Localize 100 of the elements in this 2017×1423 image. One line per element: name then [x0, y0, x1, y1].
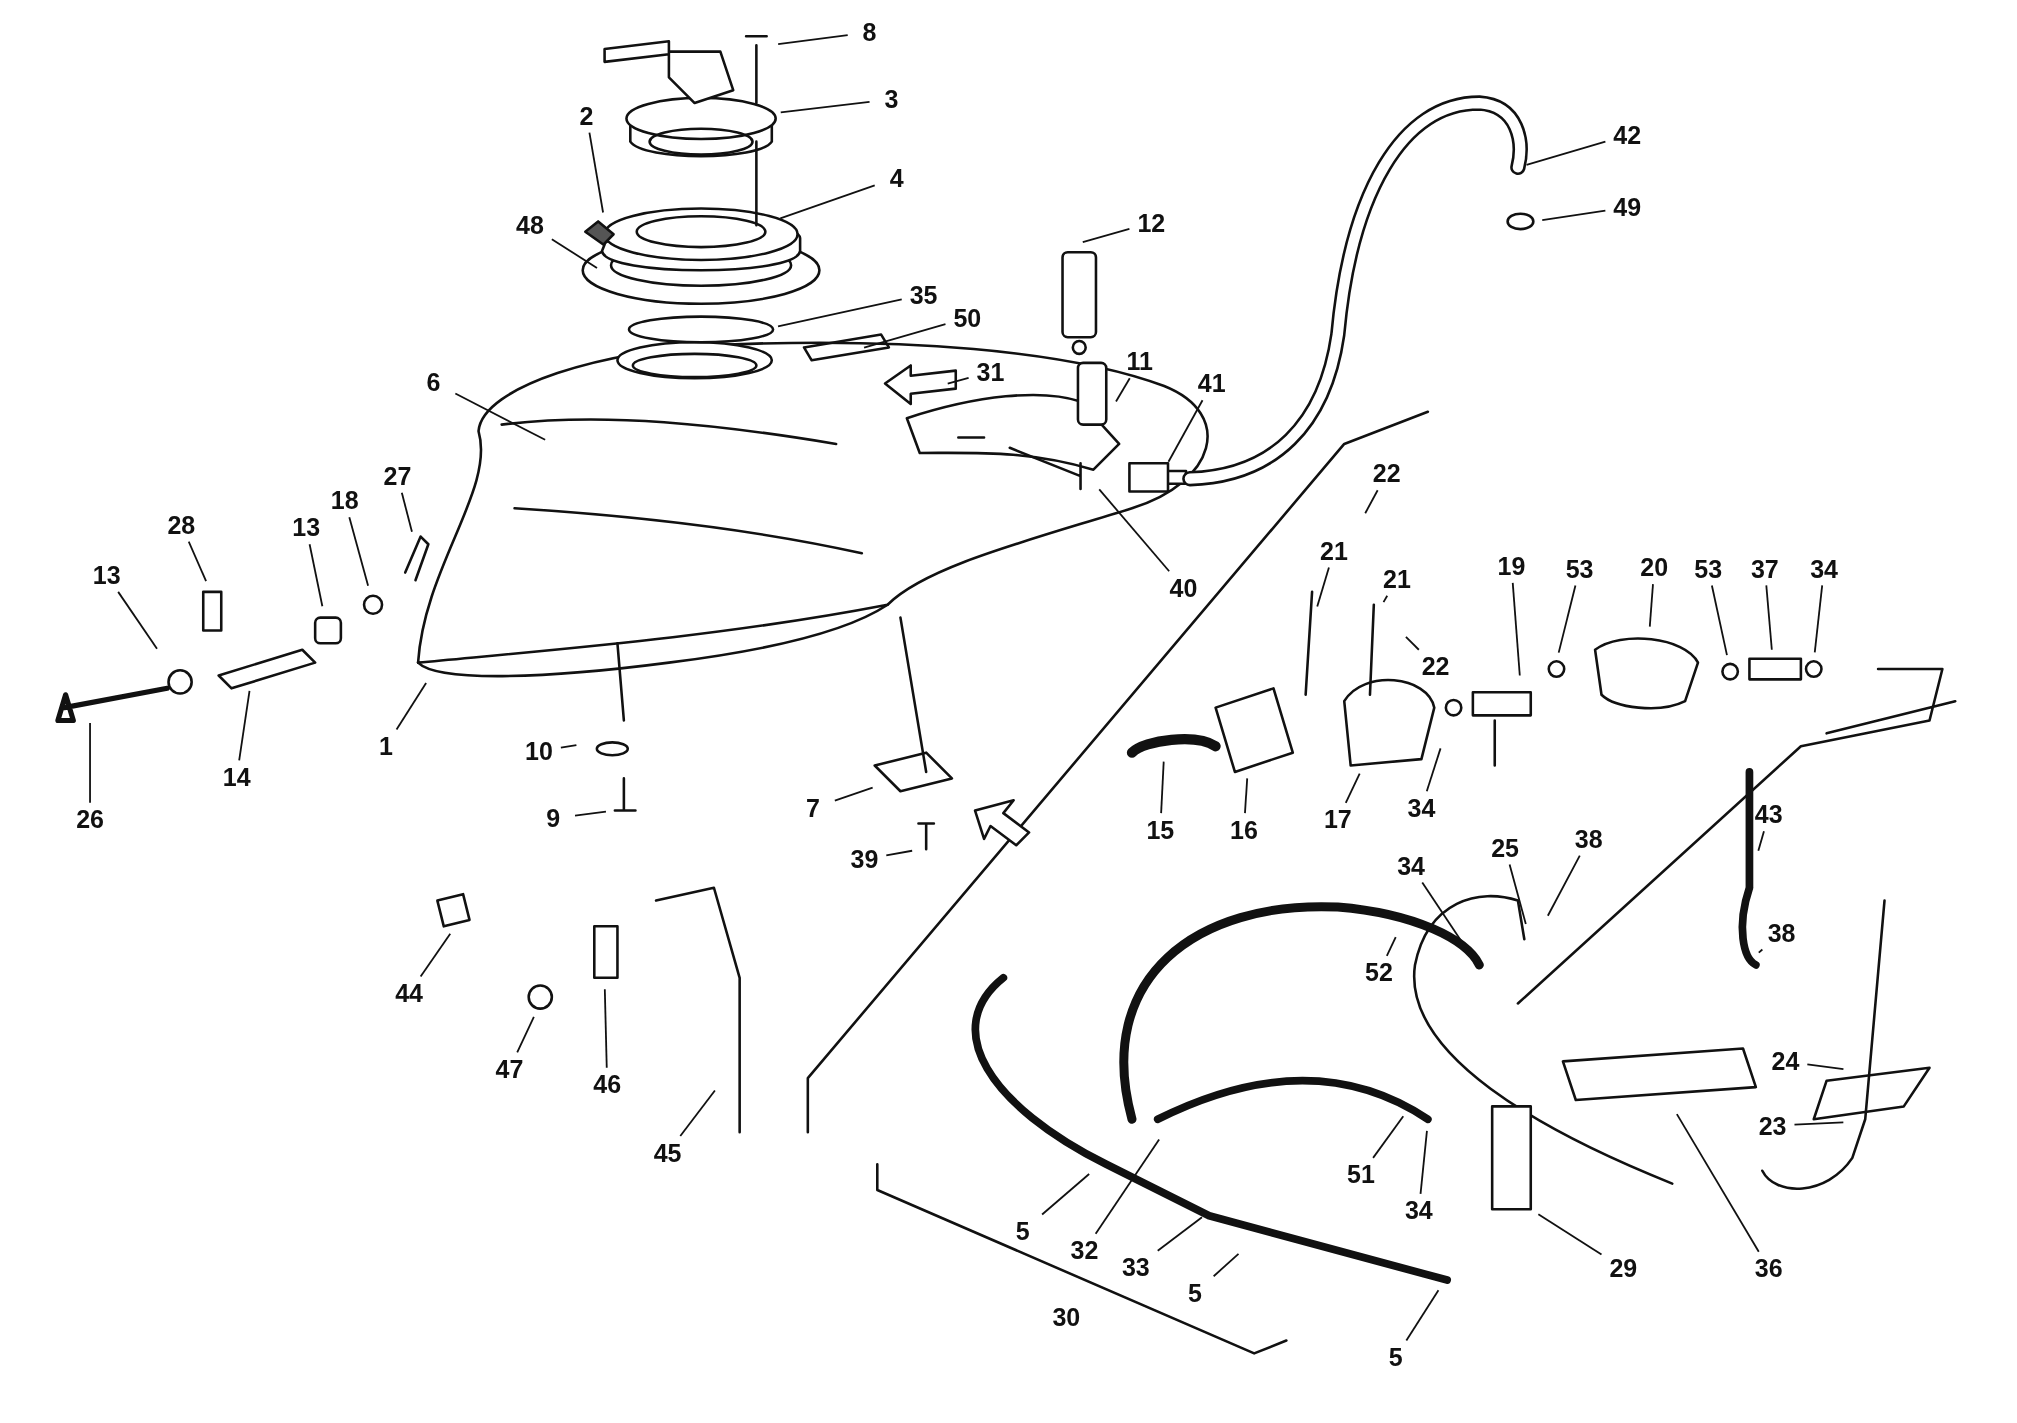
callout-number: 48 [516, 212, 544, 238]
leader-line [1541, 209, 1607, 221]
leader-line [117, 590, 158, 650]
callout-number: 38 [1574, 826, 1603, 852]
leader-line [777, 34, 849, 45]
callout-number: 39 [850, 846, 879, 872]
callout-number: 20 [1640, 554, 1669, 580]
leader-line [348, 516, 369, 587]
callout-number: 34 [1404, 1197, 1433, 1223]
callout-number: 21 [1320, 538, 1348, 564]
callout-number: 34 [1407, 795, 1436, 821]
leader-line [1156, 1216, 1203, 1252]
callout-number: 1 [378, 733, 393, 759]
leader-line [1557, 584, 1577, 654]
leader-line [1094, 1138, 1160, 1235]
callout-number: 22 [1372, 460, 1401, 486]
callout-number: 52 [1365, 959, 1393, 985]
leader-line [308, 543, 324, 608]
callout-number: 30 [1052, 1304, 1081, 1330]
callout-number: 23 [1758, 1113, 1787, 1139]
callout-number: 22 [1421, 653, 1450, 679]
leader-line [1316, 566, 1330, 608]
callout-number: 8 [862, 19, 877, 45]
callout-number: 33 [1121, 1254, 1150, 1280]
leader-line [187, 540, 207, 582]
callout-number: 41 [1197, 370, 1226, 396]
leader-line [1405, 1289, 1440, 1342]
leader-line [1508, 863, 1527, 925]
leader-line [559, 744, 578, 749]
callout-number: 5 [1188, 1280, 1202, 1306]
callout-number: 51 [1347, 1161, 1375, 1187]
leader-line [1167, 399, 1204, 463]
leader-line [588, 131, 604, 214]
leader-line [946, 377, 970, 385]
callout-number: 3 [884, 86, 899, 112]
leader-line [1372, 1115, 1405, 1159]
callout-number: 4 [889, 165, 904, 190]
leader-line [1344, 772, 1361, 804]
callout-number: 42 [1613, 122, 1642, 148]
leader-line [777, 298, 903, 328]
leader-line [779, 100, 871, 114]
leader-line [1648, 583, 1654, 628]
callout-number: 29 [1609, 1255, 1638, 1281]
leader-line [1419, 1129, 1428, 1195]
callout-number: 25 [1491, 835, 1519, 861]
leader-line [574, 810, 607, 817]
leader-line [1793, 1121, 1845, 1126]
callout-number: 15 [1146, 817, 1175, 843]
leader-line [1244, 777, 1249, 814]
leader-line [1546, 854, 1581, 917]
leader-line [603, 988, 608, 1069]
leader-line [1212, 1253, 1240, 1278]
callout-number: 7 [806, 795, 820, 821]
callout-number: 47 [495, 1056, 524, 1082]
callout-number: 34 [1810, 556, 1838, 582]
callout-number: 44 [395, 980, 423, 1006]
callout-number: 6 [426, 369, 441, 395]
leader-line [1537, 1213, 1603, 1256]
leader-line [1385, 936, 1397, 957]
callout-number: 12 [1137, 210, 1166, 236]
leader-line [1675, 1113, 1760, 1253]
leader-line [1382, 594, 1389, 603]
callout-number: 13 [292, 514, 321, 540]
callout-number: 27 [383, 463, 412, 489]
callout-number: 28 [167, 512, 196, 538]
callout-number: 32 [1070, 1237, 1099, 1263]
leader-line [1711, 584, 1728, 656]
leader-line [1765, 584, 1773, 651]
leader-line [1115, 377, 1131, 403]
callout-number: 31 [976, 359, 1005, 385]
leader-line [89, 722, 91, 804]
leader-line [1757, 948, 1764, 954]
leader-line [238, 689, 251, 762]
callout-number: 13 [92, 562, 121, 588]
leader-line [833, 786, 874, 802]
leader-line [1081, 228, 1131, 243]
callout-number: 11 [1126, 348, 1153, 374]
leader-line [1806, 1063, 1845, 1071]
leader-line [454, 392, 547, 441]
callout-number: 10 [525, 738, 553, 764]
callout-number: 14 [222, 764, 251, 790]
callout-number: 24 [1771, 1048, 1800, 1074]
callout-number: 18 [330, 487, 359, 513]
leader-line [395, 682, 427, 731]
leader-line [400, 491, 413, 533]
leader-line [885, 849, 914, 857]
callout-number: 43 [1754, 801, 1783, 827]
callout-number: 34 [1397, 853, 1426, 879]
callout-number: 53 [1565, 556, 1594, 582]
callout-number: 17 [1323, 806, 1352, 832]
leader-line [516, 1015, 535, 1054]
leader-line [1041, 1173, 1091, 1216]
callout-number: 36 [1754, 1255, 1783, 1281]
leader-line [863, 323, 947, 349]
callout-number: 26 [76, 806, 104, 832]
leader-line [679, 1089, 716, 1137]
leader-line [1098, 488, 1171, 573]
callout-number: 16 [1230, 817, 1258, 843]
callout-number: 21 [1383, 566, 1411, 592]
leader-line [1511, 581, 1521, 677]
